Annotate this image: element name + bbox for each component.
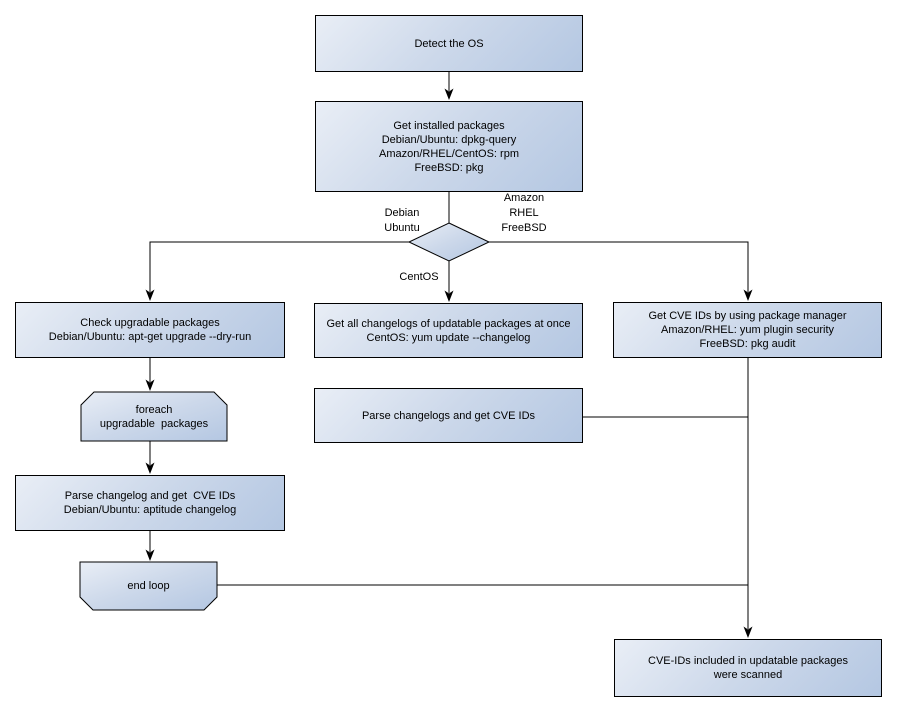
arrowhead <box>145 379 155 391</box>
connector-lines <box>149 72 749 629</box>
node-scan-result: CVE-IDs included in updatable packages w… <box>614 639 882 697</box>
arrowhead <box>145 462 155 474</box>
arrowhead <box>444 290 454 302</box>
edge-label-amazon-rhel-freebsd: Amazon RHEL FreeBSD <box>501 192 547 234</box>
node-get-installed-packages: Get installed packages Debian/Ubuntu: dp… <box>315 101 583 192</box>
end-loop-label: end loop <box>127 580 170 592</box>
node-detect-os: Detect the OS <box>315 15 583 72</box>
arrowhead <box>743 626 753 638</box>
edge-label-centos: CentOS <box>399 271 439 283</box>
node-parse-changelog-get-cve-ids: Parse changelog and get CVE IDs Debian/U… <box>15 475 285 531</box>
os-decision-diamond <box>407 222 491 262</box>
foreach-loop-shape <box>80 391 228 442</box>
arrowhead <box>145 549 155 561</box>
node-parse-changelogs-get-cve-ids: Parse changelogs and get CVE IDs <box>314 388 583 443</box>
node-check-upgradable-packages: Check upgradable packages Debian/Ubuntu:… <box>15 302 285 358</box>
arrowhead <box>444 88 454 100</box>
end-loop-shape <box>79 561 218 611</box>
arrowhead <box>743 289 753 301</box>
foreach-loop-label: foreach upgradable packages <box>99 403 209 430</box>
arrowhead <box>145 289 155 301</box>
node-get-all-changelogs: Get all changelogs of updatable packages… <box>314 303 583 358</box>
edge-label-debian-ubuntu: Debian Ubuntu <box>384 207 420 234</box>
node-get-cve-by-package-manager: Get CVE IDs by using package manager Ama… <box>613 302 882 358</box>
